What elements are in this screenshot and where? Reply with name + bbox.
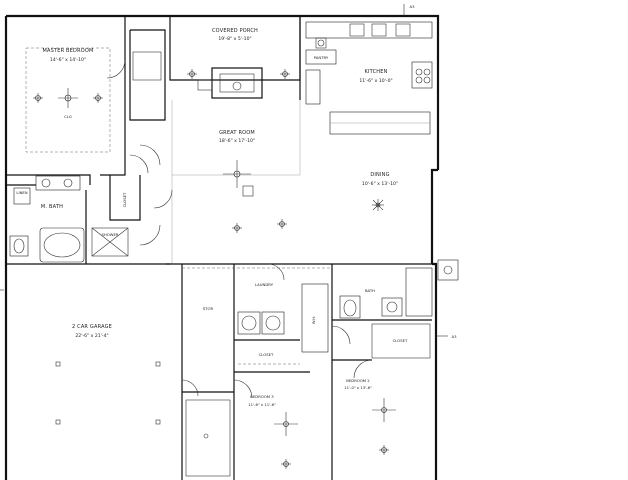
bedroom-2: BEDROOM 2 11'-0" x 13'-6" — [344, 359, 396, 455]
stor-name: STOR — [203, 306, 214, 311]
dining-dims: 10'-6" x 13'-10" — [362, 181, 398, 187]
master-bath-name: M. BATH — [41, 204, 63, 210]
garage-dims: 22'-6" x 21'-4" — [75, 333, 108, 339]
bedroom-3-name: BEDROOM 3 — [250, 394, 274, 399]
laundry-name: LAUNDRY — [255, 282, 274, 287]
ceiling-fan-icon — [58, 88, 78, 108]
section-mark-top: A3 — [403, 4, 415, 16]
ceiling-fan-icon — [274, 412, 298, 436]
bath-name: BATH — [365, 288, 375, 293]
great-room-name: GREAT ROOM — [219, 130, 255, 136]
bedroom-3-dims: 11'-6" x 11'-6" — [248, 402, 276, 407]
closet-bed2-name: CLOSET — [393, 338, 408, 343]
master-bedroom-name: MASTER BEDROOM — [42, 48, 93, 54]
stor: STOR — [181, 306, 231, 477]
master-closet-name: CLOSET — [122, 192, 127, 207]
kitchen-dims: 11'-6" x 10'-0" — [359, 78, 392, 84]
garage-name: 2 CAR GARAGE — [72, 324, 112, 330]
interior-walls — [166, 263, 432, 480]
ceiling-fan-icon — [223, 160, 251, 188]
closet-hall-name: CLOSET — [259, 352, 274, 357]
great-room: GREAT ROOM 18'-6" x 17'-10" — [153, 69, 301, 264]
closet-bed2: CLOSET — [371, 323, 431, 359]
bedroom-2-dims: 11'-0" x 13'-6" — [344, 385, 372, 390]
light-fixture-icon — [187, 69, 197, 79]
light-fixture-icon — [232, 223, 242, 233]
svg-text:W.H.: W.H. — [311, 316, 316, 325]
light-fixture-icon — [280, 69, 290, 79]
light-fixture-icon — [33, 93, 43, 103]
ceiling-fan-icon — [372, 398, 396, 422]
kitchen: PANTRY KITCHEN 11'-6" x 10'-0" — [299, 16, 433, 135]
bath: BATH — [331, 267, 433, 345]
light-fixture-icon — [379, 445, 389, 455]
exterior-light-icon — [437, 259, 459, 281]
light-fixture-icon — [281, 459, 291, 469]
section-mark-side: A3 — [436, 334, 457, 339]
great-room-dims: 18'-6" x 17'-10" — [219, 138, 255, 144]
svg-text:LINEN: LINEN — [16, 190, 27, 195]
kitchen-name: KITCHEN — [364, 69, 387, 75]
master-bedroom: MASTER BEDROOM 14'-6" x 14'-10" CLG — [6, 16, 166, 185]
exterior-walls — [4, 14, 440, 480]
laundry: LAUNDRY W.H. — [237, 263, 329, 353]
pantry-name: PANTRY — [314, 55, 329, 60]
bedroom-2-name: BEDROOM 2 — [346, 378, 370, 383]
covered-porch: COVERED PORCH 19'-8" x 5'-10" — [169, 16, 301, 99]
covered-porch-name: COVERED PORCH — [212, 28, 258, 34]
dining-name: DINING — [370, 172, 389, 178]
chandelier-icon — [372, 199, 384, 211]
master-bath: LINEN M. BATH SHOWER CLOSET — [6, 144, 161, 264]
bedroom-3: BEDROOM 3 11'-6" x 11'-6" — [233, 379, 298, 469]
garage: 2 CAR GARAGE 22'-6" x 21'-4" — [0, 289, 161, 425]
svg-text:A3: A3 — [451, 334, 457, 339]
dining: DINING 10'-6" x 13'-10" — [362, 172, 398, 211]
covered-porch-dims: 19'-8" x 5'-10" — [218, 36, 251, 42]
light-fixture-icon — [277, 219, 287, 229]
light-fixture-icon — [93, 93, 103, 103]
svg-text:SHOWER: SHOWER — [101, 232, 118, 237]
svg-text:A3: A3 — [409, 4, 415, 9]
svg-text:CLG: CLG — [64, 114, 72, 119]
closet-hall: CLOSET — [238, 352, 300, 365]
master-bedroom-dims: 14'-6" x 14'-10" — [50, 57, 86, 63]
